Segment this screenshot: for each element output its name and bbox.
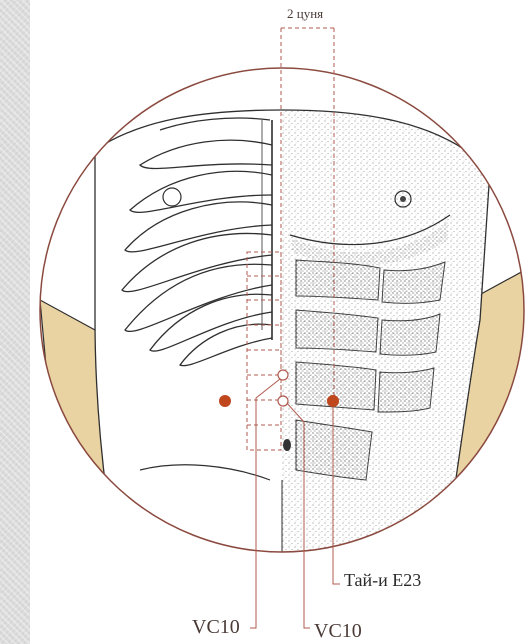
anatomy-illustration [40, 110, 525, 560]
acupoint-marker-left[interactable] [219, 395, 231, 407]
reference-point-marker-lower[interactable] [278, 396, 288, 406]
vc10-label-right: VC10 [314, 620, 362, 643]
reference-point-marker-upper[interactable] [278, 370, 288, 380]
acupoint-marker-right[interactable] [327, 395, 339, 407]
vc10-label-left: VC10 [192, 616, 240, 639]
taiyi-label: Тай-и E23 [344, 570, 421, 591]
width-label: 2 цуня [287, 6, 323, 22]
navel [283, 439, 291, 451]
